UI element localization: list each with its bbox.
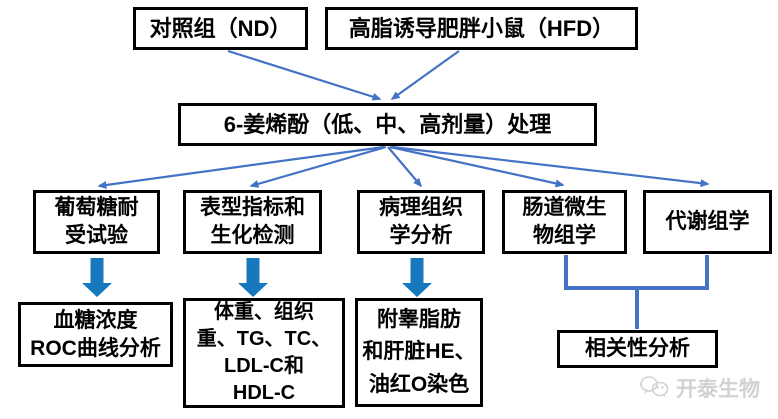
node-phenotype-biochem: 表型指标和 生化检测 <box>183 190 322 254</box>
node-body-weight-lipids: 体重、组织 重、TG、TC、 LDL-C和 HDL-C <box>183 298 345 408</box>
node-glucose-tolerance: 葡萄糖耐 受试验 <box>33 190 160 254</box>
block-arrow-down-3 <box>402 258 432 297</box>
arrow-treatment-to-phenotype <box>249 145 387 188</box>
arrow-treatment-to-metabolomics <box>391 145 710 188</box>
node-control-group: 对照组（ND） <box>133 7 308 50</box>
arrow-treatment-to-histopathology <box>387 146 422 188</box>
arrow-treatment-to-glucose-tolerance <box>97 145 385 189</box>
connector-microbiome-metabolomics <box>564 255 709 290</box>
node-hfd-group: 高脂诱导肥胖小鼠（HFD） <box>325 7 638 50</box>
watermark: 开泰生物 <box>640 372 776 404</box>
block-arrow-down-1 <box>82 258 112 297</box>
node-correlation-analysis: 相关性分析 <box>557 330 718 368</box>
node-histopathology: 病理组织 学分析 <box>357 190 485 254</box>
arrow-nd-to-treatment <box>227 49 382 101</box>
arrow-hfd-to-treatment <box>390 50 460 100</box>
node-gut-microbiome: 肠道微生 物组学 <box>502 190 627 254</box>
node-glucose-roc: 血糖浓度 ROC曲线分析 <box>18 302 173 367</box>
block-arrow-down-2 <box>238 258 268 297</box>
arrow-treatment-to-microbiome <box>389 145 565 188</box>
wechat-bubbles-icon <box>640 376 669 398</box>
watermark-label: 开泰生物 <box>676 378 760 401</box>
node-he-oilred-staining: 附睾脂肪 和肝脏HE、 油红O染色 <box>355 298 483 407</box>
node-treatment: 6-姜烯酚（低、中、高剂量）处理 <box>178 103 597 146</box>
node-metabolomics: 代谢组学 <box>643 190 772 254</box>
